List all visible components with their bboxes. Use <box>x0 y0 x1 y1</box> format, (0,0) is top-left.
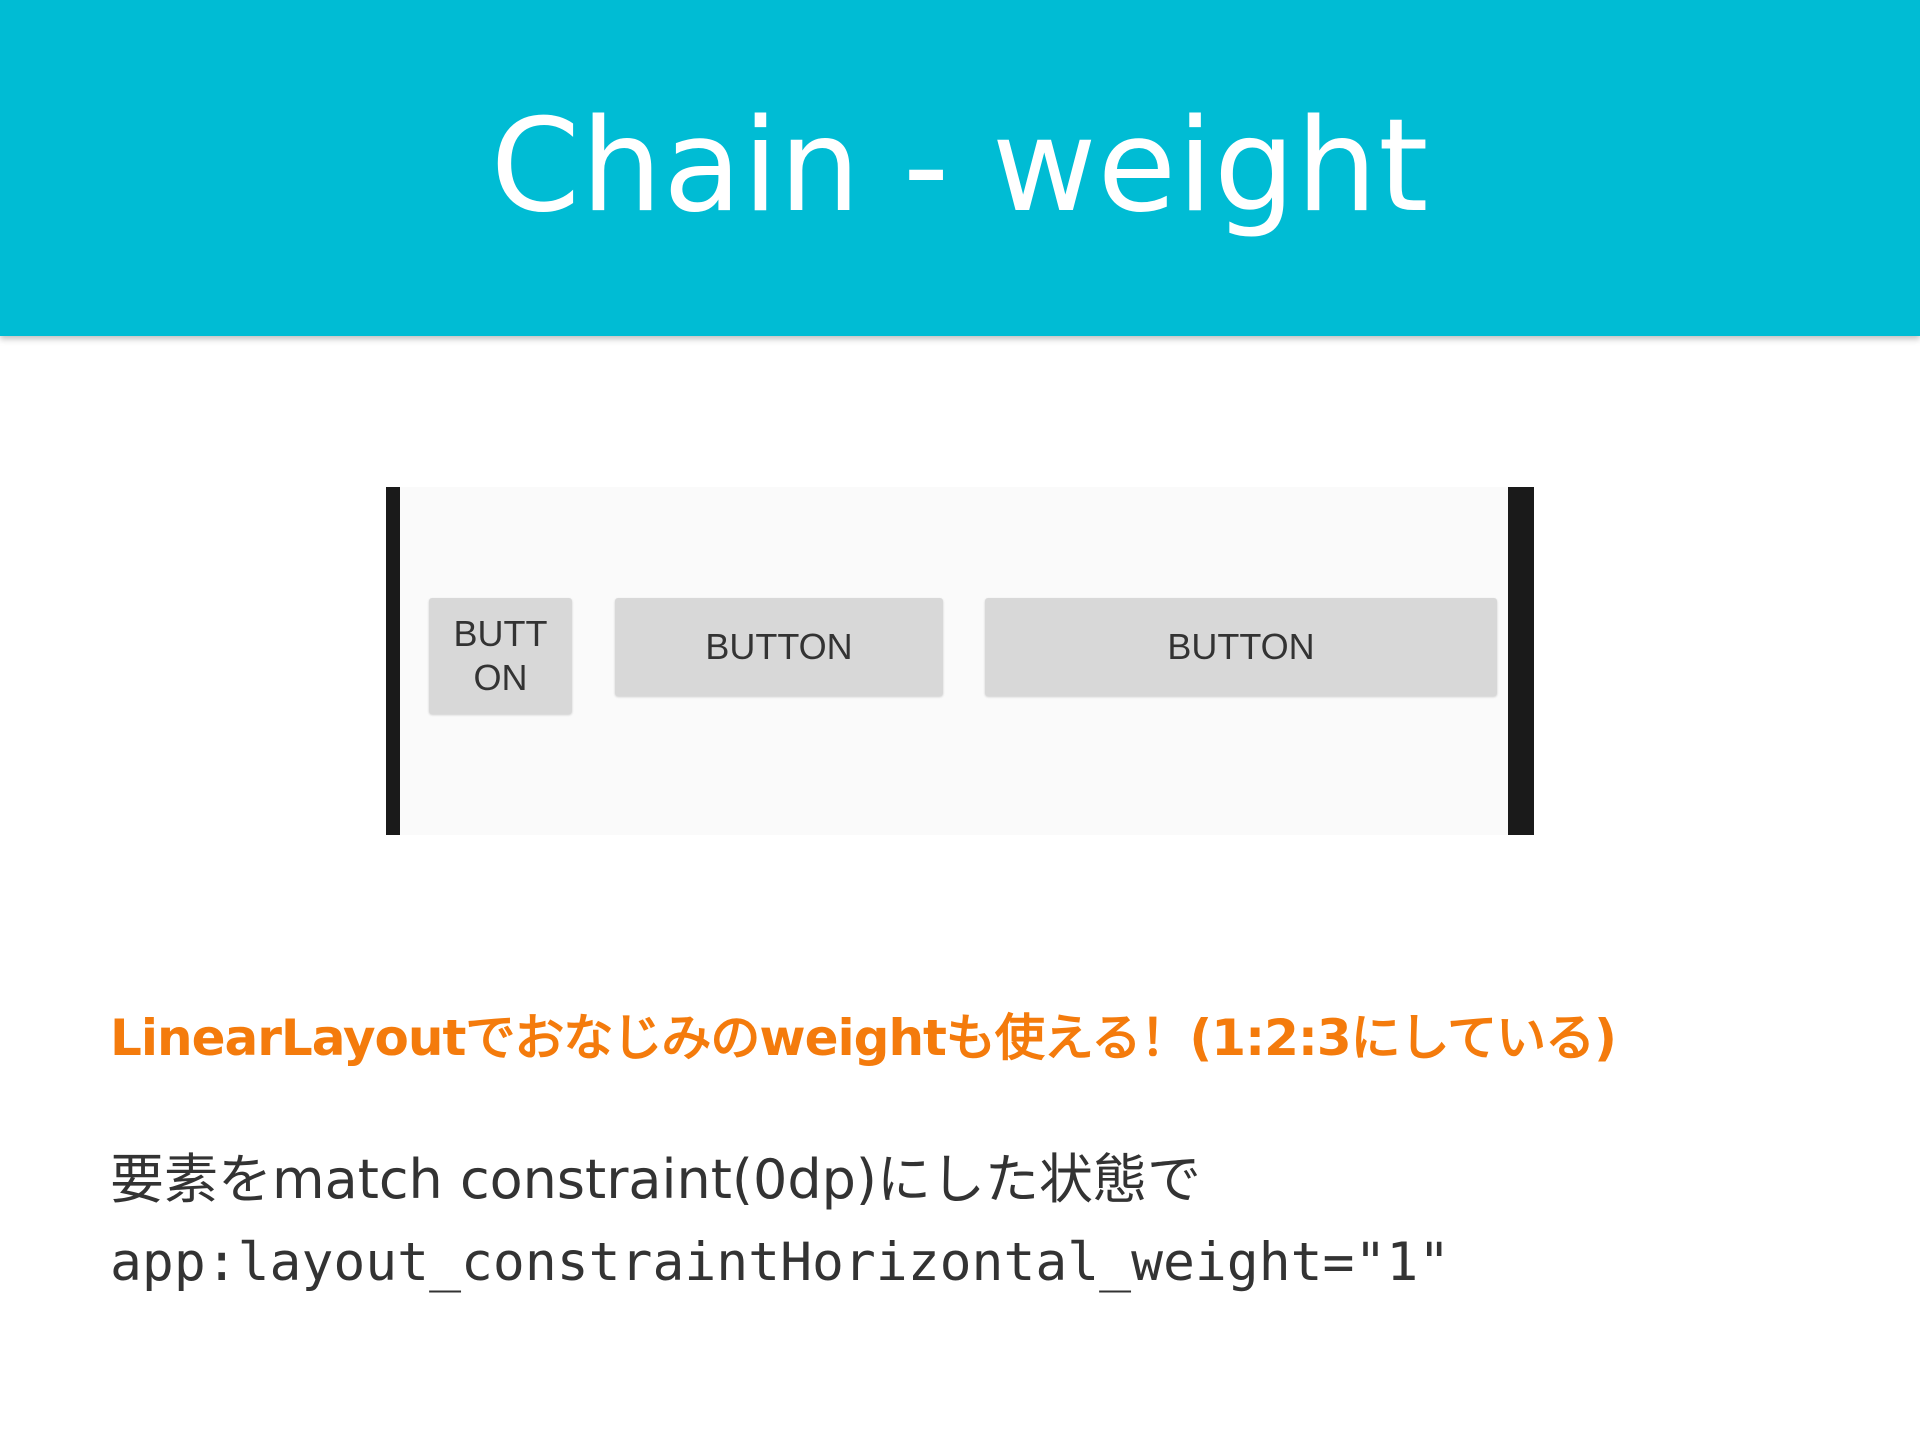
preview-button-2[interactable]: BUTTON <box>615 598 943 696</box>
slide-header: Chain - weight <box>0 0 1920 336</box>
description-text: 要素をmatch constraint(0dp)にした状態で <box>110 1148 1201 1211</box>
preview-button-1[interactable]: BUTTON <box>429 598 572 714</box>
preview-button-3[interactable]: BUTTON <box>985 598 1497 696</box>
code-snippet: app:layout_constraintHorizontal_weight="… <box>110 1232 1451 1293</box>
slide-title: Chain - weight <box>490 91 1430 241</box>
device-preview: BUTTON BUTTON BUTTON <box>386 487 1534 835</box>
highlight-text: LinearLayoutでおなじみのweightも使える！(1:2:3にしている… <box>110 1009 1617 1067</box>
